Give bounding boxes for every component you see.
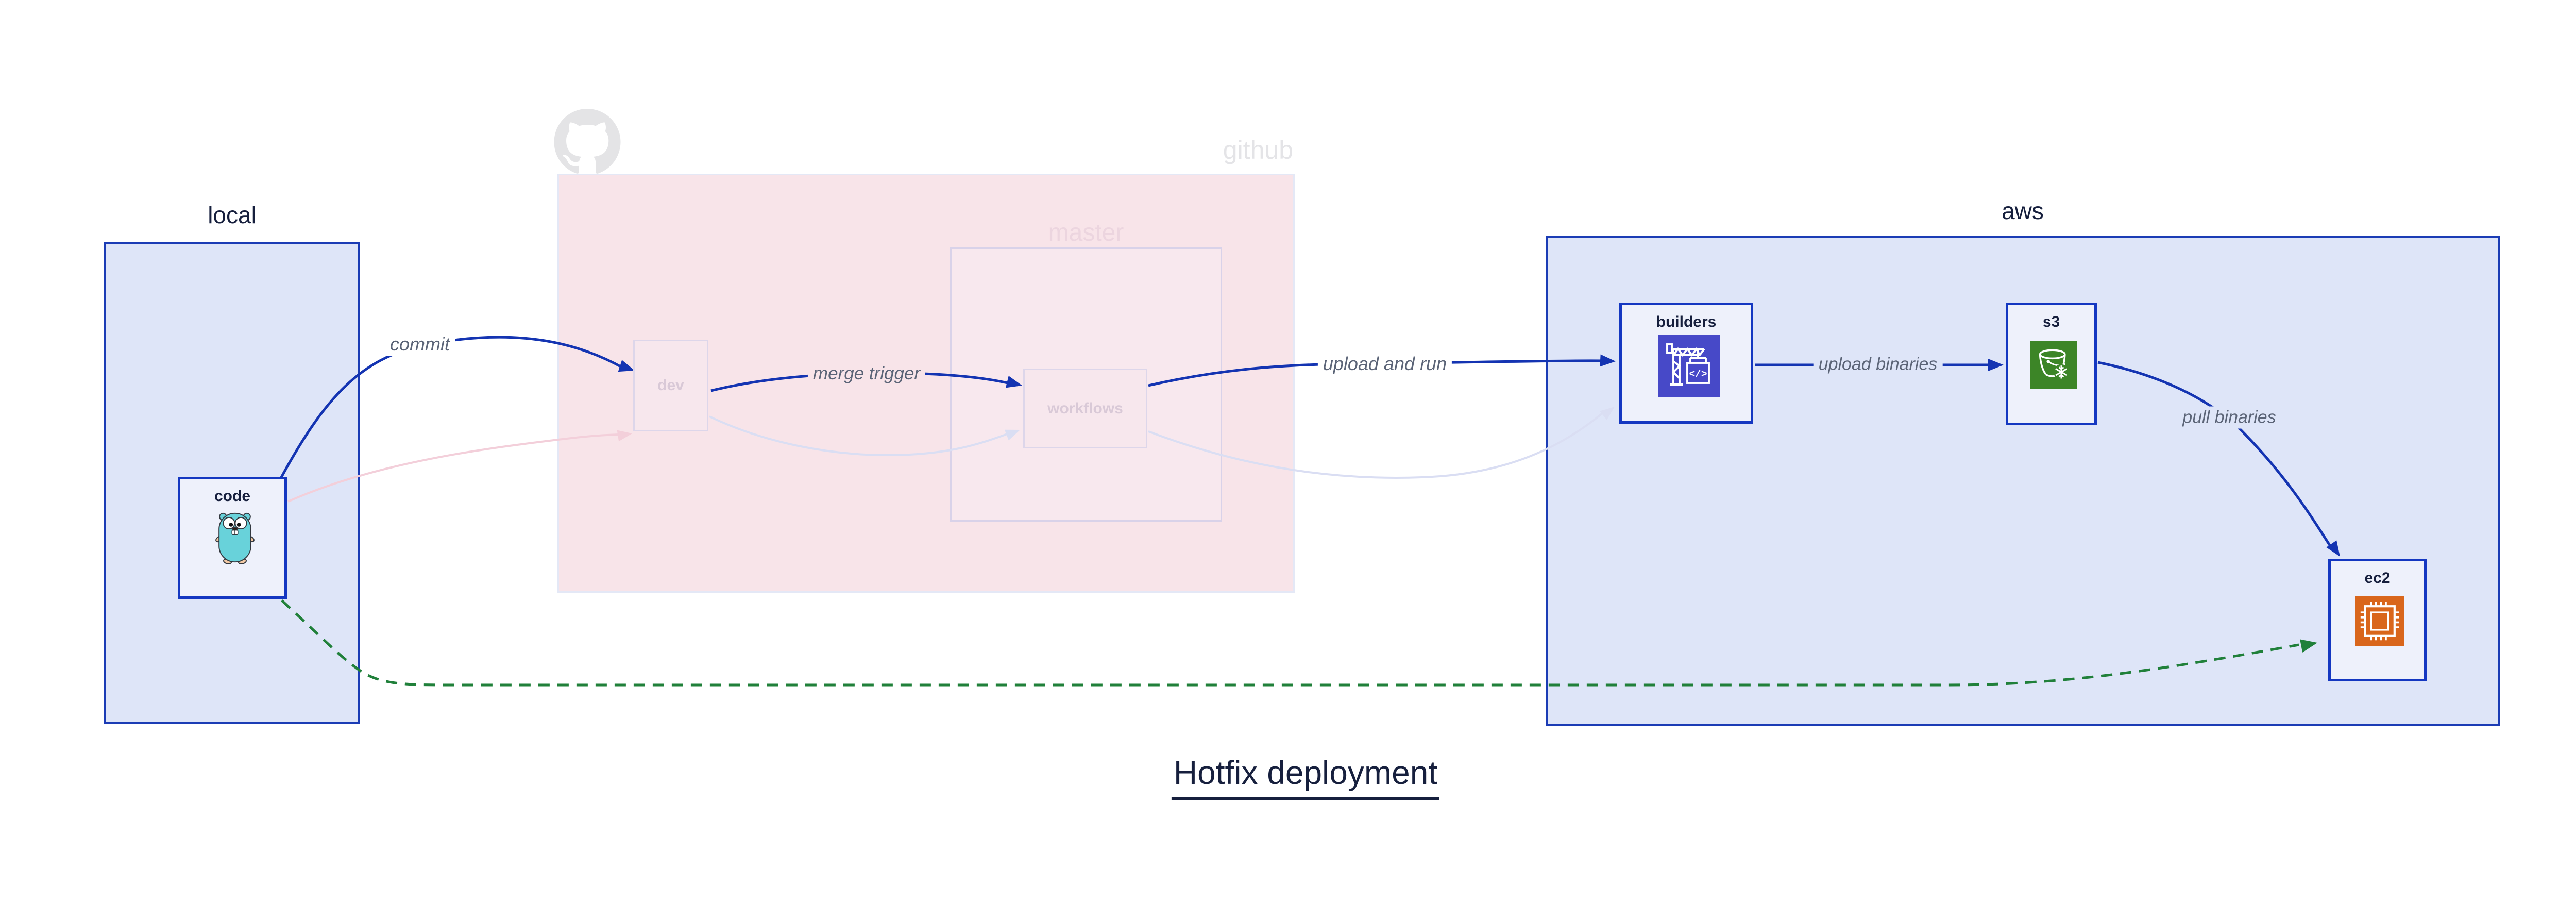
hotfix-shortcut-edge [281, 599, 2317, 687]
edge-label-pull-binaries: pull binaries [2177, 406, 2281, 429]
commit-edge [280, 336, 635, 478]
svg-text:</>: </> [1689, 369, 1707, 380]
faded-merge-edge [709, 415, 1020, 457]
faded-upload-edge [1148, 407, 1615, 479]
edge-label-merge-trigger: merge trigger [807, 362, 926, 385]
workflows-node-label: workflows [1047, 399, 1123, 417]
aws-label: aws [2002, 197, 2044, 224]
s3-node: s3 [2006, 303, 2097, 425]
faded-commit-edge [287, 430, 632, 503]
master-label: master [1048, 219, 1124, 246]
builders-node-label: builders [1656, 313, 1717, 330]
pull-binaries-edge [2097, 361, 2340, 557]
workflows-node: workflows [1023, 369, 1147, 448]
builders-node: builders </> [1619, 303, 1753, 424]
code-node-label: code [214, 488, 251, 505]
diagram-title: Hotfix deployment [1171, 754, 1440, 800]
edge-label-upload-and-run: upload and run [1317, 352, 1452, 376]
ec2-node: ec2 [2328, 559, 2427, 681]
aws-s3-glacier-icon [2030, 341, 2077, 389]
ec2-node-label: ec2 [2364, 570, 2391, 587]
dev-node-label: dev [657, 377, 684, 394]
aws-codebuild-icon: </> [1658, 335, 1720, 397]
diagram-title-text: Hotfix deployment [1171, 754, 1440, 800]
code-node: code [178, 477, 287, 599]
go-gopher-icon [215, 512, 255, 564]
edge-label-commit: commit [385, 332, 455, 356]
github-label: github [1223, 136, 1293, 164]
github-octocat-icon [554, 109, 621, 174]
aws-ec2-chip-icon [2355, 596, 2404, 646]
edge-label-upload-binaries: upload binaries [1813, 353, 1943, 376]
s3-node-label: s3 [2042, 313, 2060, 330]
dev-node: dev [633, 340, 708, 431]
local-label: local [208, 202, 257, 228]
